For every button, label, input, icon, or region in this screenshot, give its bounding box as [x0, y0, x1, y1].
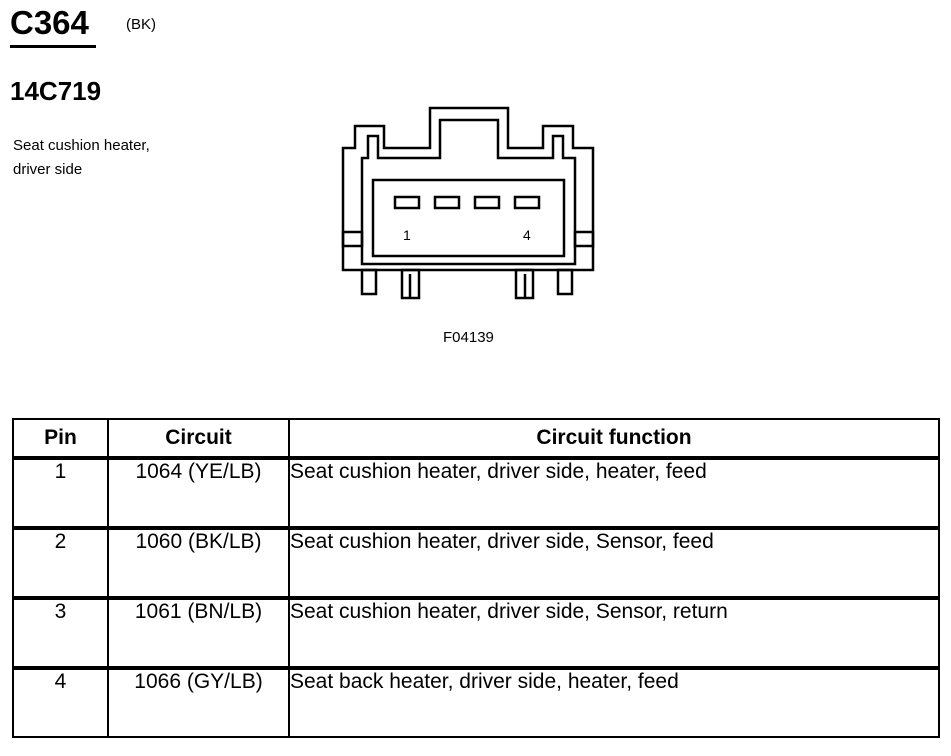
cell-circuit: 1061 (BN/LB)	[107, 596, 290, 669]
header-circuit-function: Circuit function	[288, 418, 940, 460]
pin-label-first: 1	[403, 227, 411, 243]
connector-cavity	[371, 178, 566, 258]
cell-pin: 4	[12, 666, 109, 738]
pin-table: Pin Circuit Circuit function 1 1064 (YE/…	[12, 418, 940, 738]
part-number: 14C719	[10, 76, 102, 106]
leg-4	[556, 268, 574, 296]
table-row: 4 1066 (GY/LB) Seat back heater, driver …	[12, 666, 940, 738]
cell-pin: 2	[12, 526, 109, 599]
table-row: 1 1064 (YE/LB) Seat cushion heater, driv…	[12, 457, 940, 529]
connector-id: C364	[10, 4, 89, 41]
cell-pin: 1	[12, 457, 109, 529]
connector-outer-outline	[341, 106, 595, 272]
cell-function: Seat cushion heater, driver side, Sensor…	[288, 526, 940, 599]
table-row: 2 1060 (BK/LB) Seat cushion heater, driv…	[12, 526, 940, 599]
left-latch	[341, 230, 364, 248]
connector-color: (BK)	[126, 16, 156, 33]
header-pin: Pin	[12, 418, 109, 460]
cell-circuit: 1060 (BK/LB)	[107, 526, 290, 599]
pin-terminal-1	[393, 195, 421, 210]
table-row: 3 1061 (BN/LB) Seat cushion heater, driv…	[12, 596, 940, 669]
pin-terminal-2	[433, 195, 461, 210]
figure-id: F04139	[443, 329, 494, 346]
cell-function: Seat cushion heater, driver side, heater…	[288, 457, 940, 529]
cell-circuit: 1066 (GY/LB)	[107, 666, 290, 738]
header-circuit: Circuit	[107, 418, 290, 460]
cell-function: Seat cushion heater, driver side, Sensor…	[288, 596, 940, 669]
leg-1	[360, 268, 378, 296]
description-line-2: driver side	[13, 161, 83, 178]
connector-id-underline	[10, 45, 96, 48]
pin-label-last: 4	[523, 227, 531, 243]
cell-pin: 3	[12, 596, 109, 669]
right-latch	[573, 230, 595, 248]
pin-terminal-4	[513, 195, 541, 210]
table-header-row: Pin Circuit Circuit function	[12, 418, 940, 460]
connector-description: Seat cushion heater, driver side	[13, 134, 213, 182]
pin-terminal-3	[473, 195, 501, 210]
cell-function: Seat back heater, driver side, heater, f…	[288, 666, 940, 738]
description-line-1: Seat cushion heater,	[13, 137, 150, 154]
connector-inner-outline	[360, 118, 577, 266]
connector-face-diagram: 1 4	[341, 106, 595, 300]
cell-circuit: 1064 (YE/LB)	[107, 457, 290, 529]
